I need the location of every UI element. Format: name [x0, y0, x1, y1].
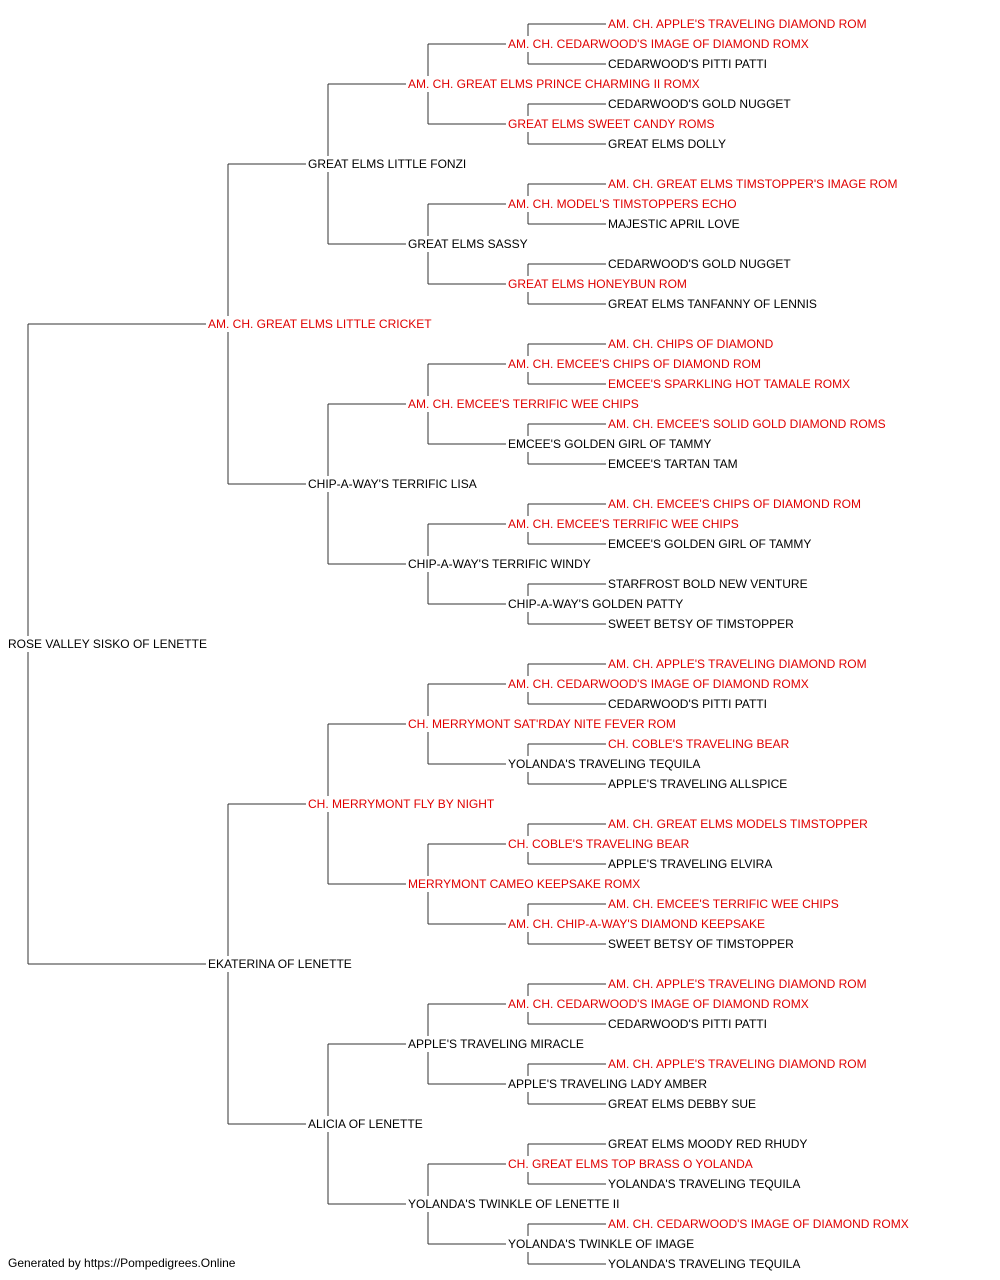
sire-name-gen4: AM. CH. MODEL'S TIMSTOPPERS ECHO [508, 197, 737, 211]
sire-name-gen2: CH. MERRYMONT FLY BY NIGHT [308, 797, 495, 811]
dam-name-gen5: YOLANDA'S TRAVELING TEQUILA [608, 1257, 800, 1271]
sire-name-gen2: GREAT ELMS LITTLE FONZI [308, 157, 466, 171]
dam-name-gen4: CHIP-A-WAY'S GOLDEN PATTY [508, 597, 683, 611]
dam-name-gen5: GREAT ELMS DOLLY [608, 137, 726, 151]
sire-name-gen4: AM. CH. EMCEE'S TERRIFIC WEE CHIPS [508, 517, 739, 531]
sire-name-gen5: AM. CH. APPLE'S TRAVELING DIAMOND ROM [608, 977, 867, 991]
sire-name-gen5: CEDARWOOD'S GOLD NUGGET [608, 97, 791, 111]
generated-by-footer: Generated by https://Pompedigrees.Online [8, 1256, 236, 1270]
dam-name-gen5: CEDARWOOD'S PITTI PATTI [608, 697, 767, 711]
sire-name-gen5: CEDARWOOD'S GOLD NUGGET [608, 257, 791, 271]
dam-name-gen4: GREAT ELMS HONEYBUN ROM [508, 277, 687, 291]
dam-name-gen3: MERRYMONT CAMEO KEEPSAKE ROMX [408, 877, 640, 891]
sire-name-gen4: AM. CH. CEDARWOOD'S IMAGE OF DIAMOND ROM… [508, 997, 809, 1011]
dam-name-gen5: SWEET BETSY OF TIMSTOPPER [608, 617, 794, 631]
sire-name-gen5: AM. CH. GREAT ELMS MODELS TIMSTOPPER [608, 817, 868, 831]
sire-name-gen4: CH. COBLE'S TRAVELING BEAR [508, 837, 690, 851]
dam-name-gen4: YOLANDA'S TWINKLE OF IMAGE [508, 1237, 694, 1251]
dam-name-gen5: APPLE'S TRAVELING ELVIRA [608, 857, 772, 871]
sire-name-gen5: AM. CH. CHIPS OF DIAMOND [608, 337, 774, 351]
sire-name-gen3: APPLE'S TRAVELING MIRACLE [408, 1037, 584, 1051]
sire-name-gen3: AM. CH. GREAT ELMS PRINCE CHARMING II RO… [408, 77, 700, 91]
dam-name-gen3: GREAT ELMS SASSY [408, 237, 528, 251]
dam-name-gen4: GREAT ELMS SWEET CANDY ROMS [508, 117, 714, 131]
dam-name-gen1: EKATERINA OF LENETTE [208, 957, 352, 971]
sire-name-gen4: AM. CH. EMCEE'S CHIPS OF DIAMOND ROM [508, 357, 761, 371]
dam-name-gen5: EMCEE'S SPARKLING HOT TAMALE ROMX [608, 377, 850, 391]
dam-name-gen5: YOLANDA'S TRAVELING TEQUILA [608, 1177, 800, 1191]
dam-name-gen5: EMCEE'S TARTAN TAM [608, 457, 738, 471]
dam-name-gen5: GREAT ELMS TANFANNY OF LENNIS [608, 297, 817, 311]
dam-name-gen5: MAJESTIC APRIL LOVE [608, 217, 740, 231]
sire-name-gen4: AM. CH. CEDARWOOD'S IMAGE OF DIAMOND ROM… [508, 677, 809, 691]
sire-name-gen3: CH. MERRYMONT SAT'RDAY NITE FEVER ROM [408, 717, 676, 731]
sire-name-gen4: CH. GREAT ELMS TOP BRASS O YOLANDA [508, 1157, 753, 1171]
dam-name-gen5: GREAT ELMS DEBBY SUE [608, 1097, 756, 1111]
sire-name-gen4: AM. CH. CEDARWOOD'S IMAGE OF DIAMOND ROM… [508, 37, 809, 51]
dam-name-gen5: EMCEE'S GOLDEN GIRL OF TAMMY [608, 537, 811, 551]
sire-name-gen5: AM. CH. CEDARWOOD'S IMAGE OF DIAMOND ROM… [608, 1217, 909, 1231]
dam-name-gen5: CEDARWOOD'S PITTI PATTI [608, 1017, 767, 1031]
subject-dog-name: ROSE VALLEY SISKO OF LENETTE [8, 637, 207, 651]
sire-name-gen5: AM. CH. APPLE'S TRAVELING DIAMOND ROM [608, 1057, 867, 1071]
dam-name-gen3: CHIP-A-WAY'S TERRIFIC WINDY [408, 557, 591, 571]
dam-name-gen2: CHIP-A-WAY'S TERRIFIC LISA [308, 477, 477, 491]
sire-name-gen5: AM. CH. EMCEE'S SOLID GOLD DIAMOND ROMS [608, 417, 886, 431]
sire-name-gen5: GREAT ELMS MOODY RED RHUDY [608, 1137, 807, 1151]
dam-name-gen4: EMCEE'S GOLDEN GIRL OF TAMMY [508, 437, 711, 451]
sire-name-gen5: AM. CH. APPLE'S TRAVELING DIAMOND ROM [608, 657, 867, 671]
dam-name-gen4: AM. CH. CHIP-A-WAY'S DIAMOND KEEPSAKE [508, 917, 765, 931]
sire-name-gen5: AM. CH. GREAT ELMS TIMSTOPPER'S IMAGE RO… [608, 177, 897, 191]
dam-name-gen3: YOLANDA'S TWINKLE OF LENETTE II [408, 1197, 619, 1211]
sire-name-gen5: AM. CH. APPLE'S TRAVELING DIAMOND ROM [608, 17, 867, 31]
dam-name-gen4: APPLE'S TRAVELING LADY AMBER [508, 1077, 707, 1091]
dam-name-gen2: ALICIA OF LENETTE [308, 1117, 423, 1131]
dam-name-gen5: SWEET BETSY OF TIMSTOPPER [608, 937, 794, 951]
sire-name-gen1: AM. CH. GREAT ELMS LITTLE CRICKET [208, 317, 432, 331]
sire-name-gen5: CH. COBLE'S TRAVELING BEAR [608, 737, 790, 751]
sire-name-gen5: AM. CH. EMCEE'S CHIPS OF DIAMOND ROM [608, 497, 861, 511]
sire-name-gen5: STARFROST BOLD NEW VENTURE [608, 577, 808, 591]
sire-name-gen3: AM. CH. EMCEE'S TERRIFIC WEE CHIPS [408, 397, 639, 411]
dam-name-gen5: CEDARWOOD'S PITTI PATTI [608, 57, 767, 71]
dam-name-gen5: APPLE'S TRAVELING ALLSPICE [608, 777, 787, 791]
dam-name-gen4: YOLANDA'S TRAVELING TEQUILA [508, 757, 700, 771]
sire-name-gen5: AM. CH. EMCEE'S TERRIFIC WEE CHIPS [608, 897, 839, 911]
